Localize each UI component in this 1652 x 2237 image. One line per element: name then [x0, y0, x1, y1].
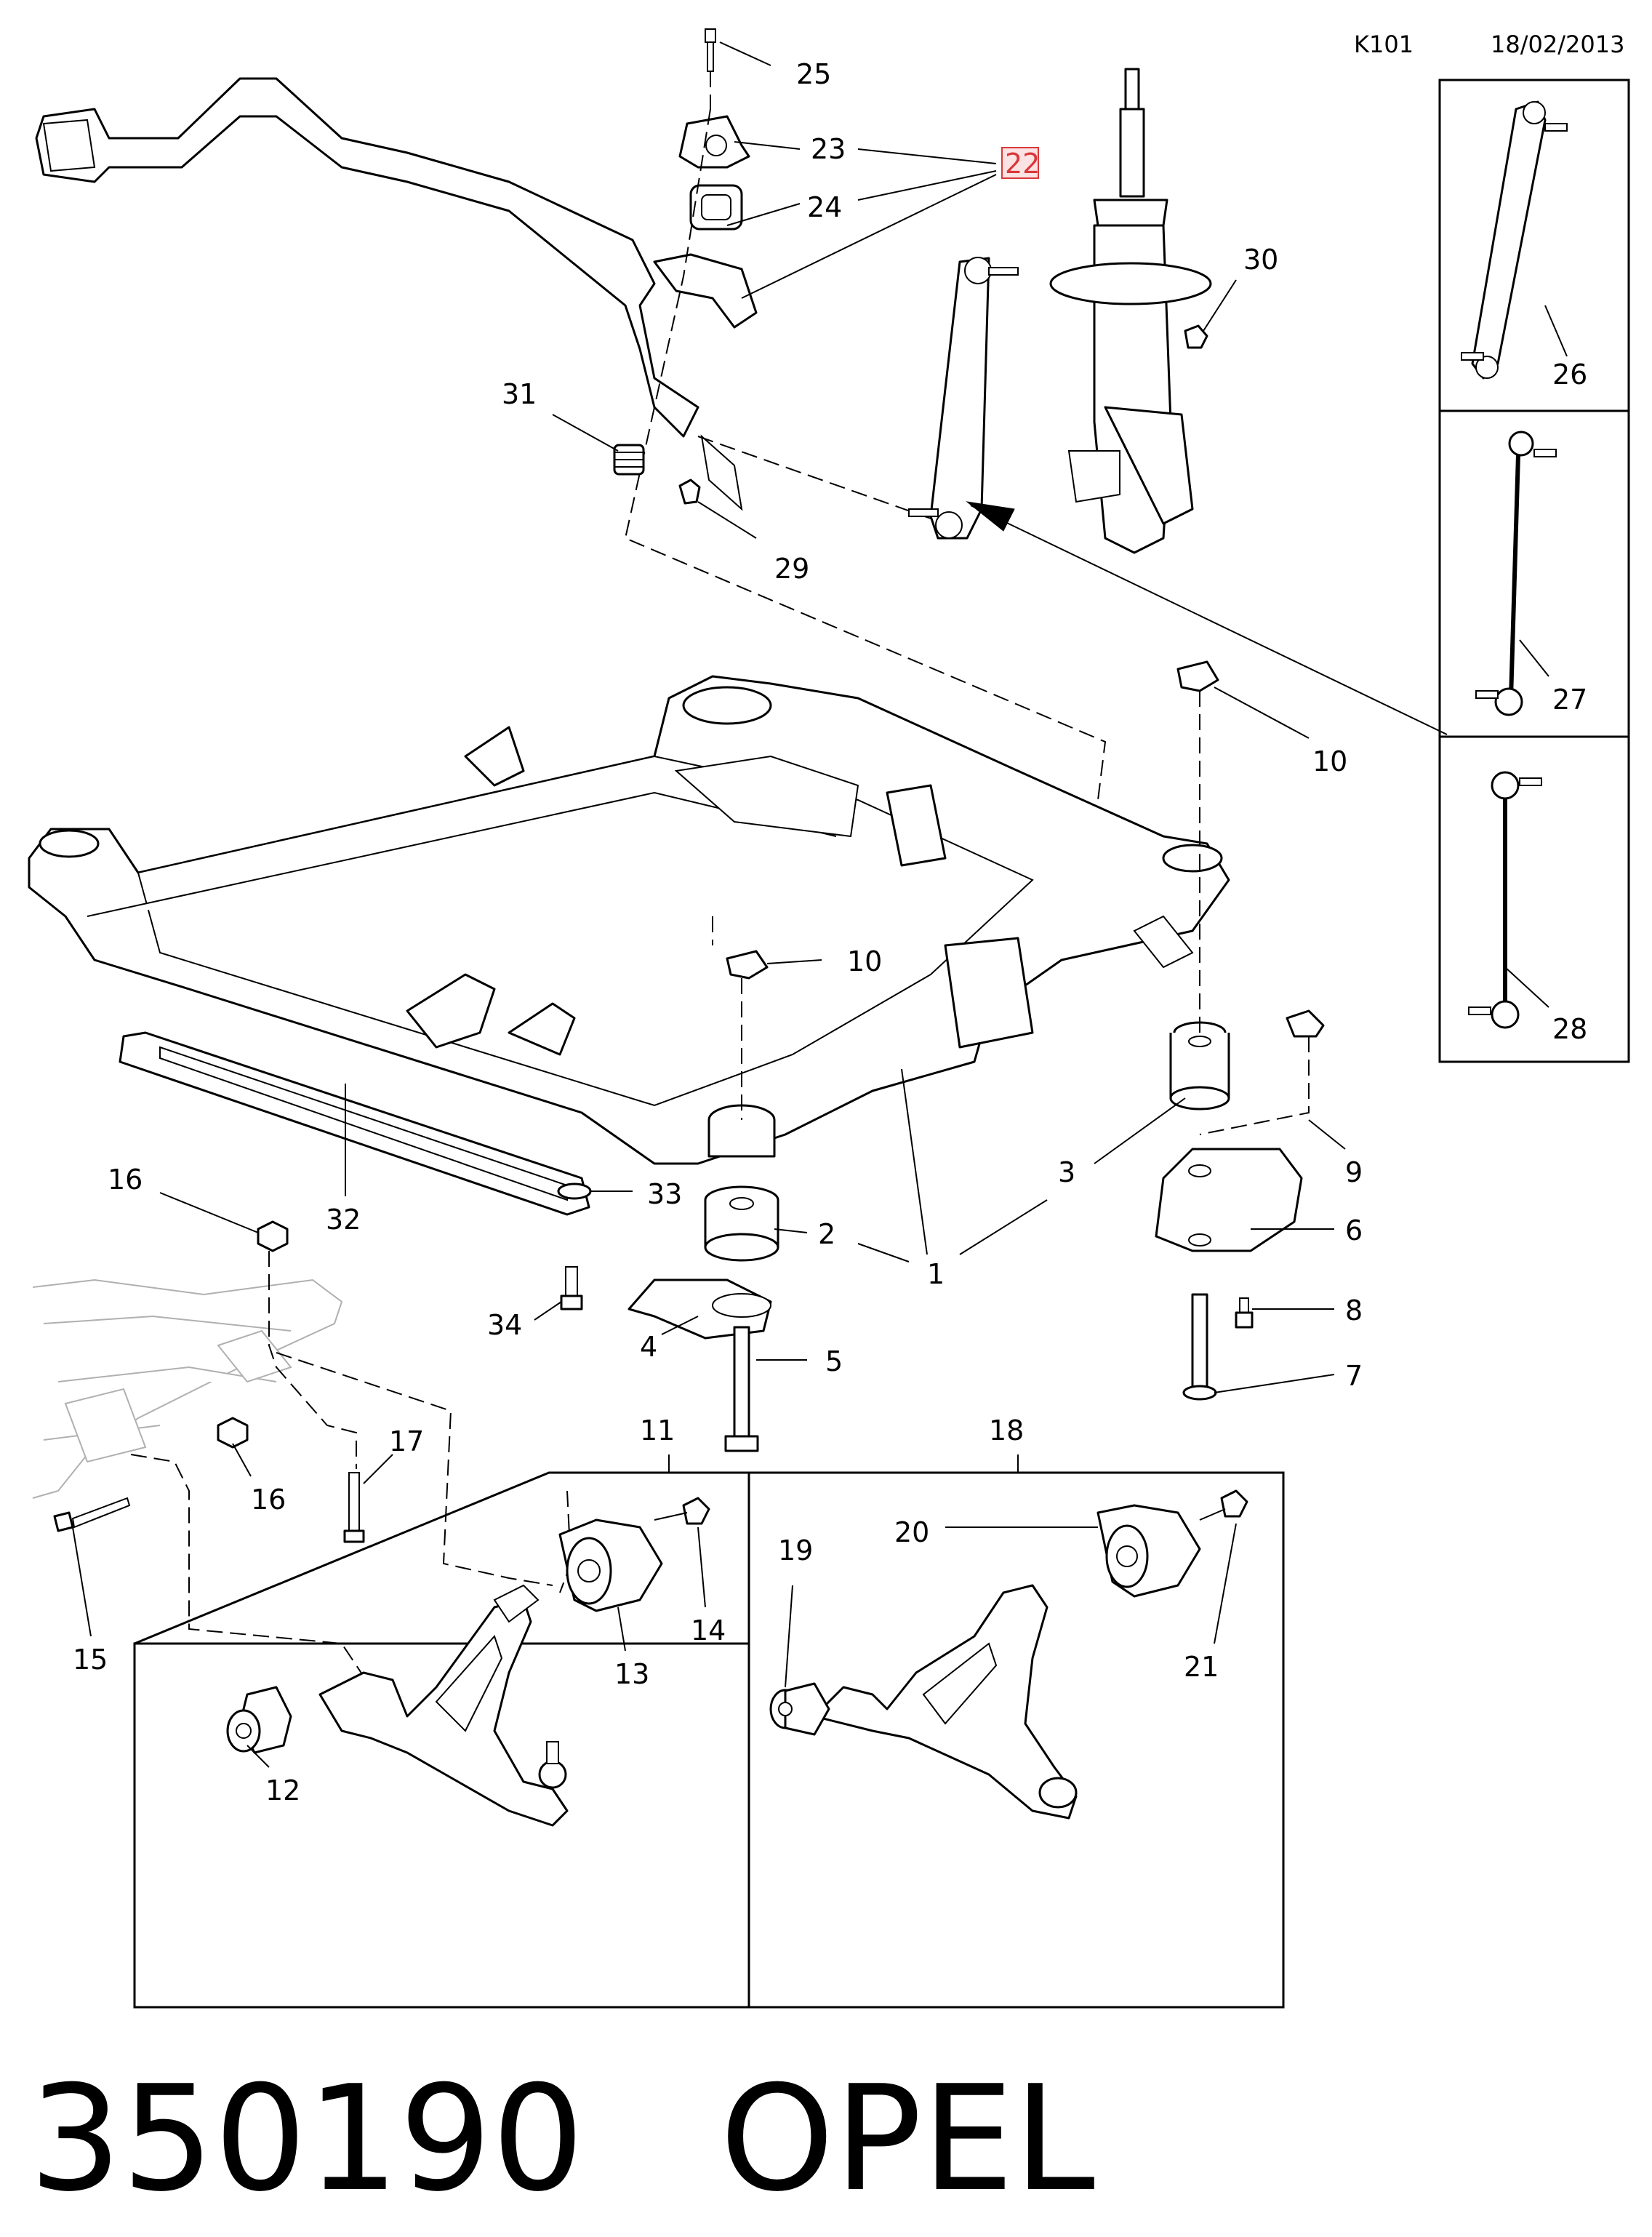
- clip-10-mid: [726, 950, 769, 980]
- callout-13: 13: [614, 1658, 649, 1690]
- callout-1: 1: [927, 1258, 945, 1290]
- callout-17: 17: [389, 1425, 424, 1457]
- bolt-8: [1235, 1297, 1254, 1329]
- callout-34: 34: [487, 1309, 522, 1341]
- callout-33: 33: [647, 1178, 682, 1210]
- side-panel: [1438, 79, 1630, 1063]
- brand-name: OPEL: [720, 2054, 1095, 2224]
- callout-29: 29: [774, 553, 809, 585]
- stabilizer-bar: [35, 77, 758, 438]
- callout-25: 25: [796, 58, 831, 90]
- control-arm-11: [318, 1598, 569, 1827]
- clip-10-top: [1176, 660, 1219, 692]
- bolt-17: [343, 1472, 365, 1543]
- control-arm-18: [813, 1584, 1078, 1820]
- mount-6: [1155, 1148, 1303, 1252]
- nut-29: [678, 434, 743, 511]
- part-number: 350190: [29, 2054, 584, 2224]
- stabilizer-link-22: [908, 257, 1019, 540]
- callout-27: 27: [1552, 684, 1587, 716]
- callout-2: 2: [818, 1218, 835, 1250]
- callout-18: 18: [989, 1414, 1024, 1446]
- callout-24: 24: [807, 191, 842, 223]
- callout-32: 32: [326, 1204, 361, 1236]
- callout-26: 26: [1552, 359, 1587, 391]
- bolt-5: [724, 1326, 759, 1452]
- bushing-12: [226, 1686, 292, 1754]
- bolt-14: [654, 1497, 710, 1525]
- callout-9: 9: [1345, 1156, 1363, 1188]
- washer-33: [557, 1182, 592, 1200]
- callout-4: 4: [640, 1331, 657, 1363]
- callout-12: 12: [265, 1774, 300, 1806]
- callout-31: 31: [502, 378, 537, 410]
- mount-4: [627, 1278, 772, 1340]
- link-28: [1468, 771, 1542, 1029]
- body-sketch: [32, 1278, 343, 1499]
- reinforcement-plate-32: [119, 1031, 590, 1216]
- callout-11: 11: [640, 1414, 675, 1446]
- link-27: [1475, 431, 1557, 716]
- bolt-15: [53, 1497, 131, 1532]
- subframe: [28, 675, 1230, 1165]
- callout-19: 19: [778, 1534, 813, 1566]
- callout-8: 8: [1345, 1294, 1363, 1326]
- bushing-13: [493, 1518, 663, 1623]
- diagram-date: 18/02/2013: [1491, 31, 1624, 58]
- callout-10-top: 10: [1312, 745, 1347, 777]
- nut-30: [1184, 324, 1208, 349]
- bush-24: [689, 184, 743, 231]
- callout-7: 7: [1345, 1360, 1363, 1392]
- callout-22-box[interactable]: [1001, 147, 1039, 179]
- callout-6: 6: [1345, 1214, 1363, 1246]
- callout-20: 20: [894, 1516, 929, 1548]
- callout-30: 30: [1243, 244, 1278, 276]
- nut-16-low: [217, 1417, 249, 1449]
- bolt-25: [705, 28, 716, 109]
- callout-21: 21: [1184, 1651, 1219, 1683]
- callout-16-low: 16: [251, 1484, 286, 1516]
- callout-14: 14: [691, 1614, 726, 1646]
- link-26: [1461, 100, 1568, 380]
- box-arm-18: [747, 1471, 1285, 2009]
- bushing-3: [1169, 1021, 1230, 1111]
- callout-3: 3: [1058, 1156, 1075, 1188]
- callout-28: 28: [1552, 1013, 1587, 1045]
- spring-31: [613, 444, 645, 476]
- leader-lines: [72, 41, 1568, 1768]
- bushing-20: [1096, 1504, 1201, 1598]
- bushing-2: [704, 1104, 779, 1262]
- callout-10-mid: 10: [847, 945, 882, 977]
- bolt-7: [1182, 1293, 1217, 1401]
- strut-damper: [1049, 68, 1212, 554]
- callout-15: 15: [73, 1644, 108, 1676]
- callout-23: 23: [811, 133, 846, 165]
- callout-22[interactable]: 22: [1005, 148, 1040, 180]
- diagram-code: K101: [1354, 31, 1414, 58]
- bolt-34: [560, 1266, 583, 1310]
- callout-labels: 25 23 24 22 30 31 29 26 27 28 10 10 3 9 …: [73, 58, 1587, 1806]
- bolt-21: [1199, 1489, 1248, 1521]
- bushing-19: [769, 1682, 830, 1736]
- callout-16-top: 16: [108, 1164, 143, 1196]
- nut-16-top: [257, 1220, 289, 1252]
- clamp-bracket-23: [678, 115, 750, 169]
- callout-5: 5: [825, 1345, 843, 1377]
- clip-9: [1286, 1009, 1325, 1038]
